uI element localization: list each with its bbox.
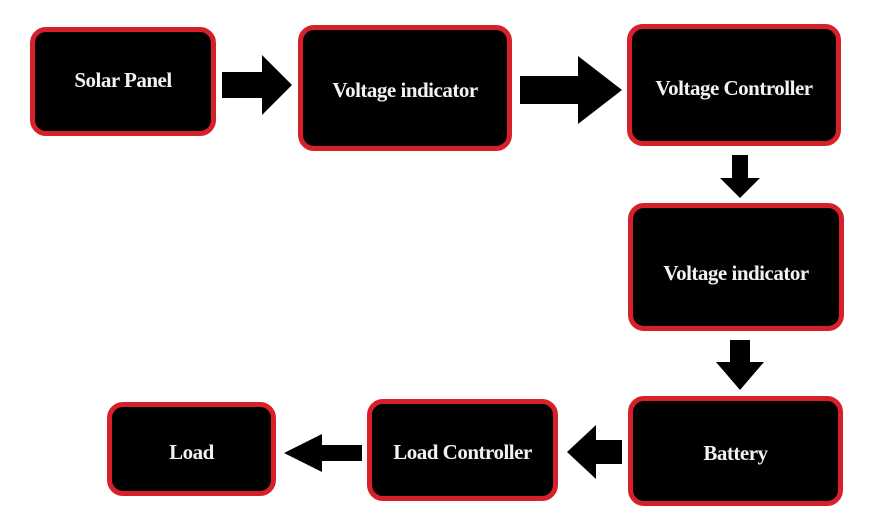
node-load-controller: Load Controller — [367, 399, 558, 501]
node-battery: Battery — [628, 396, 843, 506]
node-label: Load Controller — [393, 440, 532, 464]
arrow-indicator-to-battery — [716, 340, 764, 390]
node-label: Voltage indicator — [332, 78, 478, 102]
node-load: Load — [107, 402, 276, 496]
node-label: Voltage Controller — [655, 76, 813, 100]
node-voltage-controller: Voltage Controller — [627, 24, 841, 146]
arrow-indicator-to-controller — [520, 56, 622, 124]
node-label: Solar Panel — [74, 68, 172, 92]
node-label: Battery — [703, 441, 768, 465]
arrow-load-controller-to-load — [284, 434, 362, 472]
node-solar-panel: Solar Panel — [30, 27, 216, 136]
arrow-controller-to-indicator — [720, 155, 760, 198]
node-voltage-indicator-1: Voltage indicator — [298, 25, 512, 151]
node-label: Load — [169, 440, 214, 464]
arrow-solar-to-indicator — [222, 55, 292, 115]
node-label: Voltage indicator — [663, 261, 809, 285]
arrow-battery-to-load-controller — [567, 425, 622, 479]
node-voltage-indicator-2: Voltage indicator — [628, 203, 844, 331]
